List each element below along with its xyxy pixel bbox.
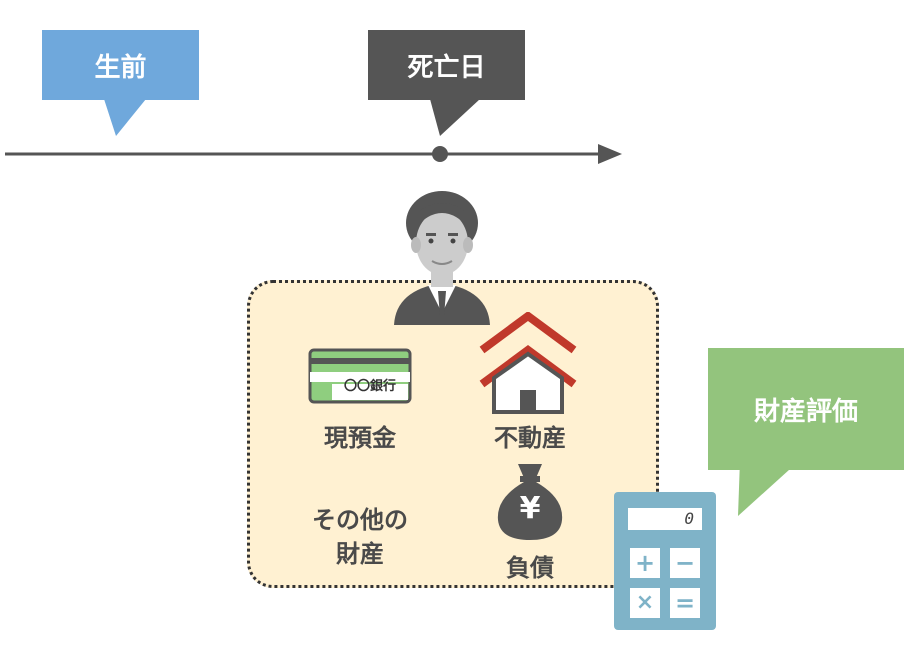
calculator-icon: 0 + − × = bbox=[614, 492, 716, 630]
death-date-callout: 死亡日 bbox=[368, 30, 525, 100]
cash-deposit-label: 現預金 bbox=[324, 424, 396, 452]
death-date-marker bbox=[432, 146, 448, 162]
calc-key-minus: − bbox=[670, 548, 700, 578]
calculator-display: 0 bbox=[628, 508, 702, 530]
valuation-callout: 財産評価 bbox=[708, 348, 904, 470]
valuation-callout-tail bbox=[738, 460, 800, 516]
before-death-label: 生前 bbox=[94, 52, 147, 83]
death-date-label: 死亡日 bbox=[407, 52, 486, 83]
other-assets-label-line1: その他の bbox=[312, 506, 408, 534]
real-estate-label: 不動産 bbox=[494, 424, 566, 452]
calculator-display-value: 0 bbox=[684, 509, 694, 528]
calc-key-equals: = bbox=[670, 588, 700, 618]
person-icon bbox=[394, 191, 490, 325]
estate-assets-box bbox=[247, 280, 659, 588]
bank-card-text: 〇〇銀行 bbox=[343, 379, 396, 394]
timeline bbox=[5, 99, 622, 164]
before-death-callout: 生前 bbox=[42, 30, 199, 100]
other-assets-label-line2: 財産 bbox=[336, 540, 384, 568]
money-bag-icon bbox=[497, 464, 563, 540]
house-icon bbox=[479, 312, 577, 414]
money-bag-symbol: ¥ bbox=[519, 491, 541, 526]
bank-card-icon bbox=[308, 348, 412, 404]
valuation-label: 財産評価 bbox=[753, 396, 858, 427]
calc-key-plus: + bbox=[630, 548, 660, 578]
debt-label: 負債 bbox=[506, 554, 554, 582]
calc-key-multiply: × bbox=[630, 588, 660, 618]
